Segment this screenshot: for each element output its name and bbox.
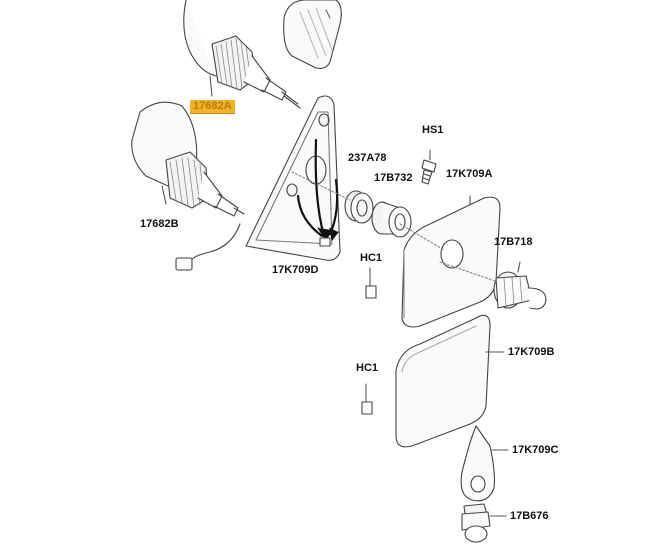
bulb-17b718-icon xyxy=(493,261,547,310)
label-17b676[interactable]: 17B676 xyxy=(510,510,549,522)
lens-17k709b-icon xyxy=(395,314,505,448)
label-17k709b[interactable]: 17K709B xyxy=(508,346,555,358)
label-hc1-top[interactable]: HC1 xyxy=(360,252,383,264)
label-17k709c[interactable]: 17K709C xyxy=(512,444,559,456)
label-17682a-highlighted[interactable]: 17682A xyxy=(190,100,235,114)
clip-hc1-top-icon xyxy=(365,267,377,299)
label-17b718[interactable]: 17B718 xyxy=(494,236,533,248)
mounting-bracket-icon xyxy=(245,95,341,261)
mirror-glass-icon xyxy=(283,0,342,69)
bulb-socket-b-icon xyxy=(131,101,245,271)
side-marker-icon xyxy=(460,425,509,502)
label-hs1[interactable]: HS1 xyxy=(422,124,444,136)
label-17682b[interactable]: 17682B xyxy=(140,218,179,230)
gasket-icon xyxy=(344,190,374,224)
screw-hs1-icon xyxy=(421,149,437,185)
lamp-housing-icon xyxy=(399,195,501,328)
label-237a78[interactable]: 237A78 xyxy=(348,152,387,164)
label-hc1-bottom[interactable]: HC1 xyxy=(356,362,379,374)
bulb-holder-icon xyxy=(291,171,412,238)
clip-hc1-bottom-icon xyxy=(361,383,373,415)
label-17k709a[interactable]: 17K709A xyxy=(446,168,493,180)
label-17b732[interactable]: 17B732 xyxy=(374,172,413,184)
bulb-socket-a-icon xyxy=(183,0,301,109)
label-17k709d[interactable]: 17K709D xyxy=(272,264,319,276)
bulb-17b676-icon xyxy=(461,503,507,543)
